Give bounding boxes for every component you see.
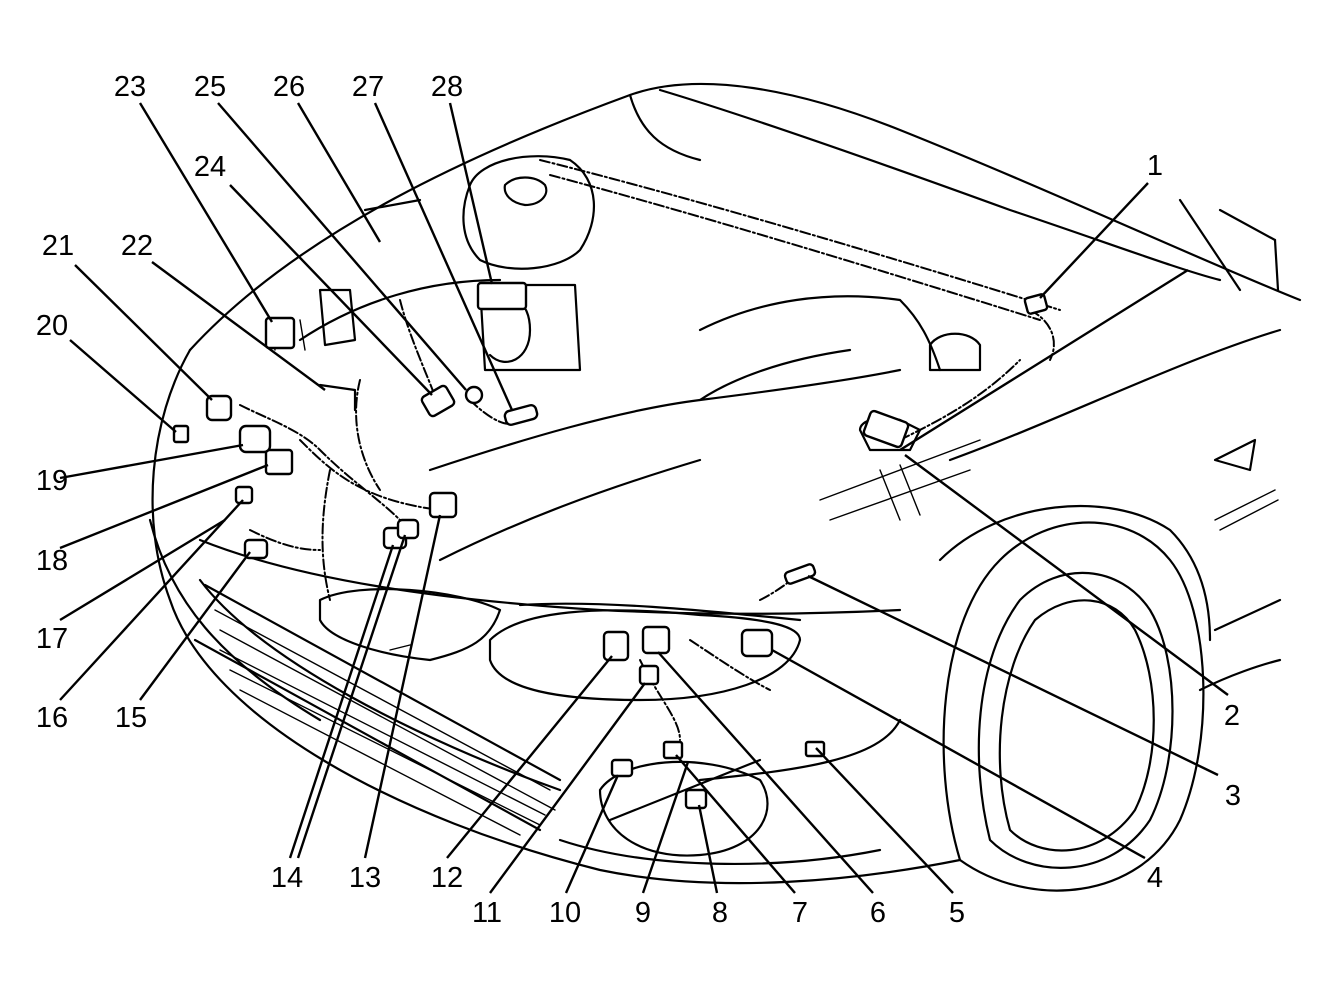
connector-13-icon	[428, 491, 458, 519]
callout-27: 27	[352, 71, 384, 103]
connector-1-icon	[1023, 293, 1049, 315]
callout-19: 19	[36, 465, 68, 497]
leader-10	[564, 774, 620, 894]
callout-16: 16	[36, 702, 68, 734]
leader-lines	[59, 102, 1229, 894]
callout-7: 7	[792, 897, 808, 929]
leader-16	[59, 499, 244, 701]
connector-19-icon	[238, 424, 272, 454]
callout-25: 25	[194, 71, 226, 103]
callout-18: 18	[36, 545, 68, 577]
connector-3-icon	[783, 563, 817, 585]
callout-28: 28	[431, 71, 463, 103]
connector-20-icon	[172, 424, 190, 444]
leader-26	[296, 102, 382, 243]
leader-19	[59, 443, 244, 480]
callout-3: 3	[1225, 780, 1241, 812]
leader-2b	[899, 268, 1189, 452]
connector-23-icon	[264, 316, 296, 350]
connector-14b-icon	[396, 518, 420, 540]
callout-14: 14	[271, 862, 303, 894]
callout-20: 20	[36, 310, 68, 342]
leader-24	[229, 184, 433, 396]
callout-22: 22	[121, 230, 153, 262]
connector-16-icon	[234, 485, 254, 505]
callout-5: 5	[949, 897, 965, 929]
callout-2: 2	[1224, 700, 1240, 732]
leader-13	[363, 514, 442, 859]
connector-7-icon	[662, 740, 684, 760]
leader-17	[59, 518, 226, 622]
connector-27-icon	[503, 404, 539, 426]
leader-4	[771, 648, 1146, 860]
callout-8: 8	[712, 897, 728, 929]
connector-11-icon	[638, 664, 660, 686]
callout-21: 21	[42, 230, 74, 262]
leader-6	[657, 651, 874, 894]
leader-5	[815, 747, 954, 894]
connector-15-icon	[243, 538, 269, 560]
leader-7	[675, 754, 796, 894]
leader-22	[151, 261, 326, 391]
leader-3	[807, 574, 1219, 777]
callout-15: 15	[115, 702, 147, 734]
leader-20	[69, 339, 177, 433]
callout-9: 9	[635, 897, 651, 929]
leader-23	[138, 102, 274, 323]
connector-6-icon	[641, 625, 671, 655]
connector-28-icon	[476, 281, 528, 311]
callout-13: 13	[349, 862, 381, 894]
connector-10-icon	[610, 758, 634, 778]
callout-26: 26	[273, 71, 305, 103]
leader-11	[489, 682, 646, 894]
leader-27	[373, 102, 514, 411]
callout-6: 6	[870, 897, 886, 929]
leader-9	[641, 761, 690, 894]
leader-14a	[288, 544, 395, 859]
leader-18	[59, 463, 269, 550]
leader-15	[139, 551, 251, 701]
connector-12-icon	[602, 630, 630, 662]
connector-21-icon	[205, 394, 233, 422]
callout-1: 1	[1147, 150, 1163, 182]
leader-25	[217, 102, 467, 391]
callout-23: 23	[114, 71, 146, 103]
connector-18-icon	[264, 448, 294, 476]
callout-10: 10	[549, 897, 581, 929]
callout-12: 12	[431, 862, 463, 894]
callout-24: 24	[194, 151, 226, 183]
leader-1	[1039, 182, 1149, 299]
callout-labels: 1 2 3 4 5 6 7 8 9 10 11 12 13 14 15 16 1…	[36, 71, 1241, 929]
leader-8	[697, 804, 719, 894]
connector-4-icon	[740, 628, 774, 658]
connector-25-icon	[464, 385, 484, 405]
leader-21	[74, 264, 213, 401]
leader-28	[448, 102, 494, 285]
connector-shapes	[172, 281, 1049, 810]
connector-8-icon	[684, 788, 708, 810]
callout-4: 4	[1147, 862, 1163, 894]
callout-11: 11	[472, 897, 502, 929]
leader-12	[446, 655, 613, 859]
callout-17: 17	[36, 623, 68, 655]
connector-2-icon	[862, 409, 910, 449]
leader-2	[904, 454, 1229, 696]
leader-14b	[296, 534, 407, 859]
